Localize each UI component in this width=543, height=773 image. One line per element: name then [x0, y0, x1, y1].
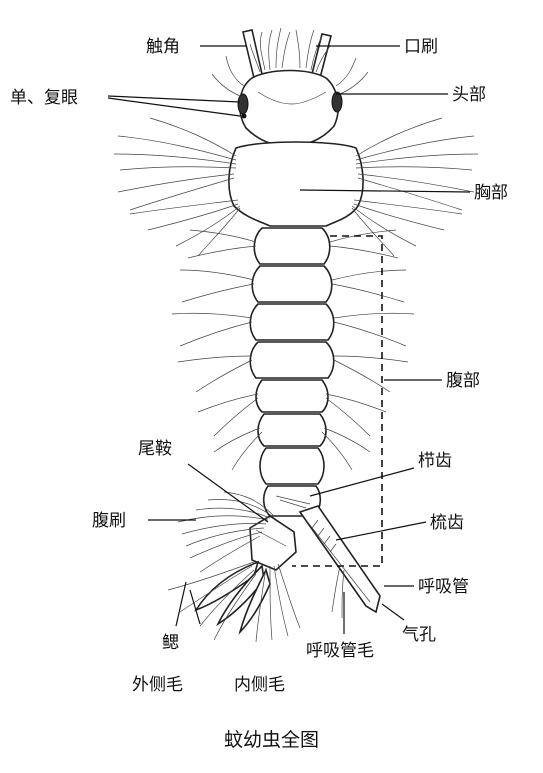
label-antenna: 触角 [146, 37, 180, 57]
siphon-drawing [298, 505, 381, 619]
label-pecten: 栉齿 [418, 451, 452, 471]
tail-hairs-drawing [167, 561, 301, 643]
thorax-drawing [228, 141, 364, 227]
label-thorax: 胸部 [474, 183, 508, 203]
antenna-right-drawing [311, 33, 332, 80]
leader-lines [107, 45, 471, 634]
label-spiracle: 气孔 [402, 625, 436, 645]
thorax-hair-left [113, 117, 241, 257]
compound-eye-right [331, 91, 343, 113]
saddle-drawing [249, 515, 297, 571]
label-head: 头部 [452, 85, 486, 105]
label-inner-hair: 内侧毛 [234, 675, 285, 695]
label-abdomen: 腹部 [446, 371, 480, 391]
label-outer-hair: 外侧毛 [132, 675, 183, 695]
abdomen-drawing [249, 227, 335, 517]
label-saddle: 尾鞍 [138, 439, 172, 459]
head-drawing [211, 55, 369, 147]
ventral-brush-drawing [177, 491, 275, 573]
abdomen-bracket [292, 235, 383, 567]
gills-drawing [194, 560, 271, 635]
label-siphon: 呼吸管 [418, 577, 469, 597]
label-mouth-brush: 口刷 [404, 37, 438, 57]
mouth-brush-drawing [249, 27, 331, 73]
abdomen-hair-left [171, 229, 263, 471]
label-comb: 梳齿 [430, 513, 464, 533]
compound-eye-left [237, 93, 249, 115]
label-eyes: 单、复眼 [10, 88, 78, 108]
label-gills: 鳃 [162, 633, 179, 653]
abdomen-hair-right [321, 229, 415, 471]
simple-eye-left [241, 113, 247, 119]
label-siphon-hair: 呼吸管毛 [306, 641, 374, 661]
label-ventral-brush: 腹刷 [92, 511, 126, 531]
figure-caption: 蚊幼虫全图 [224, 729, 319, 751]
thorax-hair-right [351, 117, 479, 257]
antenna-left-drawing [242, 29, 263, 80]
